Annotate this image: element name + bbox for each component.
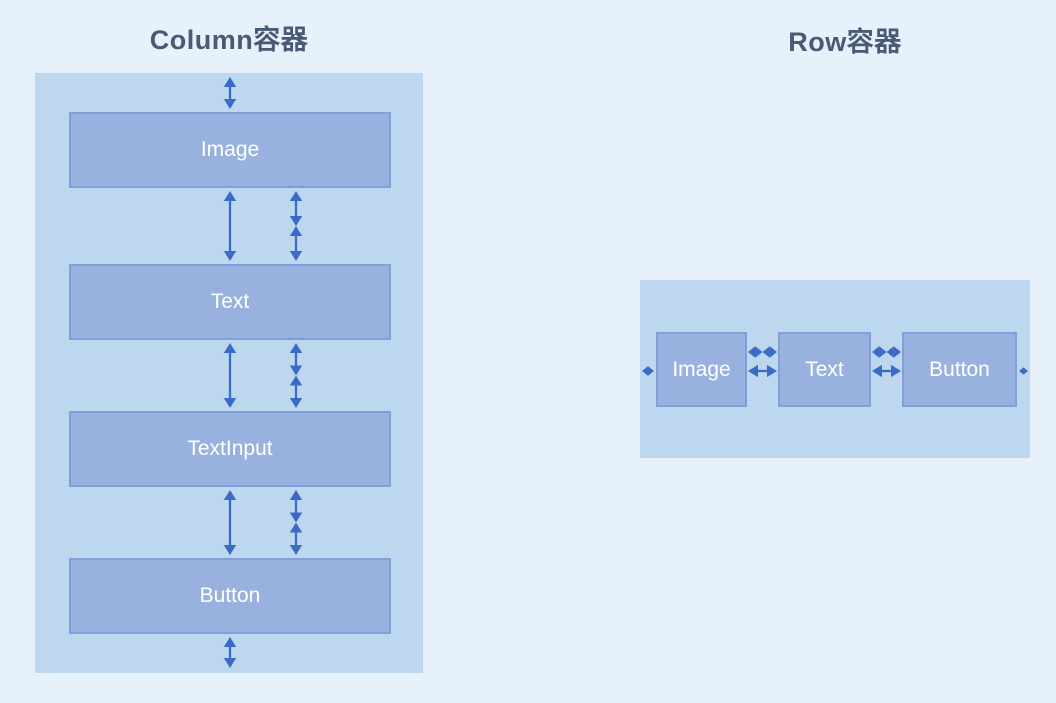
row-item-text-label: Text (805, 357, 844, 381)
row-item-text: Text (778, 332, 871, 407)
column-item-text: Text (69, 264, 391, 340)
column-container: Image Text TextInput Button (35, 73, 423, 673)
horizontal-margin-arrows-icon (747, 346, 778, 358)
vertical-spacing-arrow-icon (222, 190, 238, 262)
column-item-button-label: Button (199, 584, 261, 607)
row-item-button-label: Button (929, 357, 990, 381)
vertical-spacing-arrow-icon (222, 489, 238, 556)
column-item-button: Button (69, 558, 391, 634)
vertical-margin-arrows-icon (288, 342, 304, 409)
column-item-textinput: TextInput (69, 411, 391, 487)
vertical-margin-arrows-icon (288, 489, 304, 556)
vertical-margin-arrows-icon (288, 190, 304, 262)
row-item-image: Image (656, 332, 747, 407)
vertical-spacing-arrow-icon (222, 342, 238, 409)
horizontal-spacing-arrow-icon (871, 365, 902, 377)
row-section-title: Row容器 (788, 27, 902, 57)
column-item-text-label: Text (210, 290, 250, 313)
vertical-spacing-arrow-icon (222, 636, 238, 669)
column-item-textinput-label: TextInput (187, 437, 273, 460)
horizontal-margin-arrows-icon (871, 346, 902, 358)
edge-spacing-arrow-icon (641, 364, 655, 378)
column-item-image: Image (69, 112, 391, 188)
vertical-spacing-arrow-icon (222, 76, 238, 110)
edge-spacing-arrow-icon (1018, 364, 1029, 378)
column-item-image-label: Image (200, 138, 260, 161)
column-section-title: Column容器 (149, 25, 309, 55)
row-item-image-label: Image (672, 357, 731, 381)
row-item-button: Button (902, 332, 1017, 407)
row-container: Image Text Button (640, 280, 1030, 458)
horizontal-spacing-arrow-icon (747, 365, 778, 377)
